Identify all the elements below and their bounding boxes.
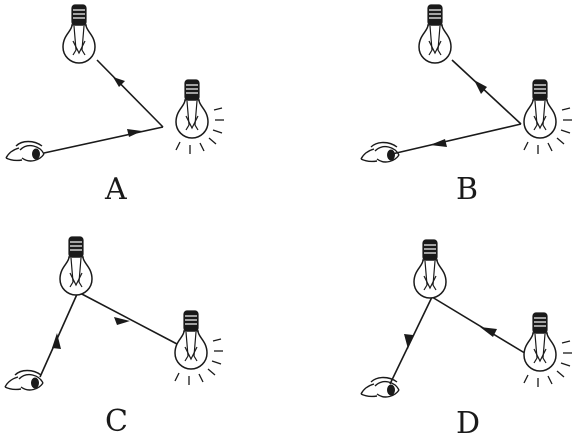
unlit-bulb-icon <box>62 4 96 64</box>
panel-label-c: C <box>105 404 128 439</box>
ray-unlit-to-lit-bulb <box>451 59 522 125</box>
panel-label-d: D <box>456 406 480 441</box>
unlit-bulb-icon <box>413 239 447 299</box>
arrowhead-icon <box>127 129 142 137</box>
eye-icon <box>4 369 44 391</box>
panel-b: B <box>360 4 573 207</box>
ray-lit-to-unlit-bulb <box>96 59 164 128</box>
ray-unlit-to-lit-bulb <box>77 291 178 345</box>
arrowhead-icon <box>430 139 447 147</box>
ray-eye-to-lit-bulb <box>43 126 164 154</box>
panel-a: A <box>5 4 225 207</box>
arrowhead-icon <box>480 327 497 337</box>
ray-eye-to-unlit-bulb <box>39 291 79 378</box>
arrowhead-icon <box>474 80 487 94</box>
ray-lit-bulb-to-eye <box>391 123 522 155</box>
eye-icon <box>5 140 45 162</box>
arrowhead-icon <box>52 333 61 349</box>
eye-icon <box>360 141 400 163</box>
unlit-bulb-icon <box>418 4 452 64</box>
arrowhead-icon <box>404 334 413 349</box>
panel-label-b: B <box>456 172 478 207</box>
ray-unlit-bulb-to-eye <box>389 296 433 385</box>
unlit-bulb-icon <box>59 236 93 296</box>
lit-bulb-icon <box>175 79 225 155</box>
ray-lit-to-unlit-bulb <box>431 296 529 356</box>
arrowhead-icon <box>114 317 130 325</box>
eye-icon <box>360 376 400 398</box>
panel-label-a: A <box>104 172 127 207</box>
arrowhead-icon <box>113 77 125 87</box>
panel-c: C <box>4 236 224 439</box>
lit-bulb-icon <box>523 312 573 388</box>
lit-bulb-icon <box>174 310 224 386</box>
lit-bulb-icon <box>523 79 573 155</box>
panel-d: D <box>360 239 573 441</box>
